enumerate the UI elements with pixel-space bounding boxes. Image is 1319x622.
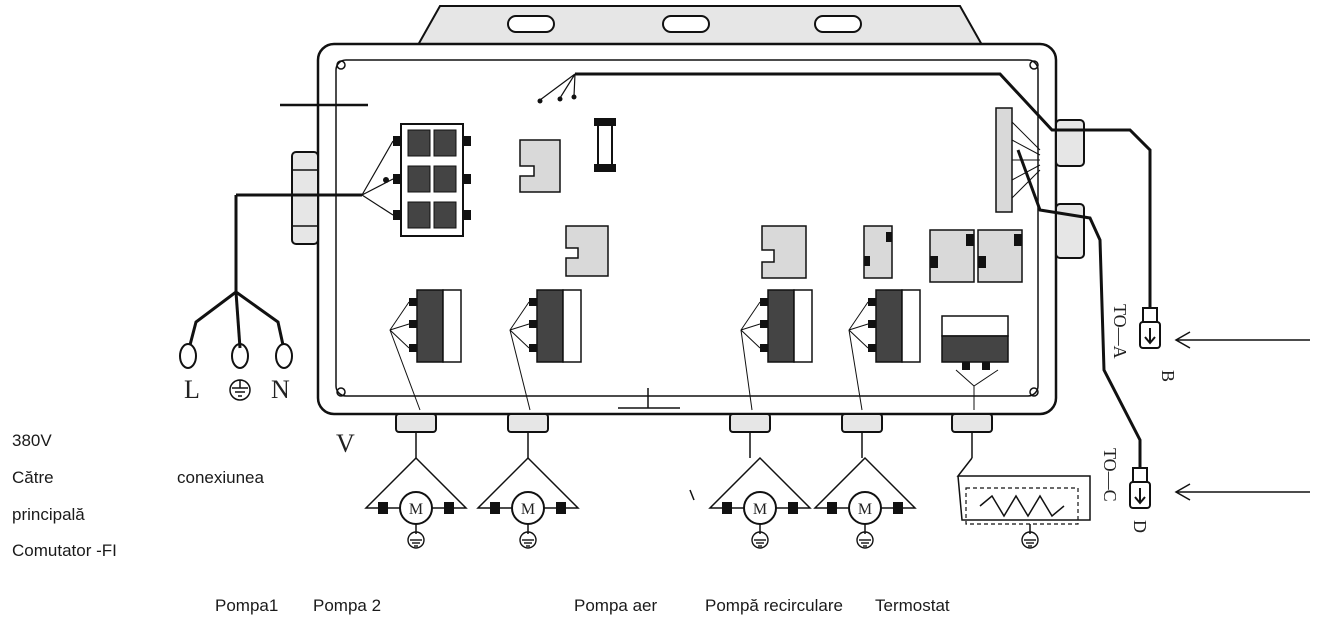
- arrow-to-plug-b: [1174, 331, 1310, 349]
- corner-screw: [336, 60, 346, 70]
- pump2-motor: M: [476, 456, 580, 549]
- sensor-connector: [995, 107, 1013, 213]
- pump2-terminal-block: [509, 289, 582, 411]
- heater-element: [956, 457, 1091, 549]
- air-pump-label: Pompa aer: [574, 596, 658, 615]
- l-ring-terminal: [179, 343, 197, 369]
- relay: [519, 139, 561, 193]
- pump1-terminal-block: [389, 289, 462, 411]
- enclosure-inner: [335, 59, 1039, 397]
- sensor-plug-b: [1139, 307, 1161, 349]
- motor-symbol: M: [521, 501, 535, 518]
- terminal-label-v: V: [336, 429, 355, 458]
- pump1-motor: M: [364, 456, 468, 549]
- corner-screw: [1029, 387, 1039, 397]
- bottom-cable-gland: [951, 413, 993, 433]
- sensor-plug-d: [1129, 467, 1151, 509]
- motor-symbol: M: [753, 501, 767, 518]
- left-cable-gland: [291, 151, 319, 245]
- air-pump-terminal-block: [740, 289, 813, 411]
- bottom-cable-gland: [507, 413, 549, 433]
- thermostat-terminal-block: [941, 315, 1009, 410]
- corner-screw: [1029, 60, 1039, 70]
- n-ring-terminal: [275, 343, 293, 369]
- main-connection-label-part3: principală: [12, 505, 85, 524]
- pump2-label: Pompa 2: [313, 596, 382, 615]
- bottom-cable-gland: [729, 413, 771, 433]
- right-cable-gland: [1055, 119, 1085, 167]
- pump1-label: Pompa1: [215, 596, 279, 615]
- sensor-label-to-c: TO—C: [1100, 448, 1120, 502]
- flange-slot: [507, 15, 555, 33]
- terminal-label-l: L: [184, 375, 200, 404]
- flange-slot: [814, 15, 862, 33]
- main-connection-label-part1: Către: [12, 468, 54, 487]
- right-cable-gland: [1055, 203, 1085, 259]
- voltage-label: 380V: [12, 431, 52, 450]
- relay: [565, 225, 609, 277]
- fuse: [597, 121, 613, 169]
- recirculation-pump-label: Pompă recirculare: [705, 596, 843, 615]
- recirculation-pump-terminal-block: [848, 289, 921, 411]
- main-connection-label-part2: conexiunea: [177, 468, 264, 487]
- bottom-cable-gland: [395, 413, 437, 433]
- arrow-to-plug-d: [1174, 483, 1310, 501]
- motor-symbol: M: [858, 501, 872, 518]
- recirculation-pump-motor: M: [813, 456, 917, 549]
- sensor-label-to-a: TO—A: [1110, 304, 1130, 359]
- bottom-cable-gland: [841, 413, 883, 433]
- earth-symbol-supply: [229, 379, 251, 401]
- main-terminal-block: [383, 123, 471, 237]
- corner-screw: [336, 387, 346, 397]
- sensor-label-b: B: [1158, 370, 1178, 382]
- thermostat-label: Termostat: [875, 596, 950, 615]
- relay: [761, 225, 807, 279]
- air-pump-motor: M: [708, 456, 812, 549]
- fi-switch-label: Comutator -FI: [12, 541, 117, 560]
- terminal-label-n: N: [271, 375, 290, 404]
- flange-slot: [662, 15, 710, 33]
- motor-symbol: M: [409, 501, 423, 518]
- sensor-label-d: D: [1130, 520, 1150, 533]
- e-ring-terminal: [231, 343, 249, 369]
